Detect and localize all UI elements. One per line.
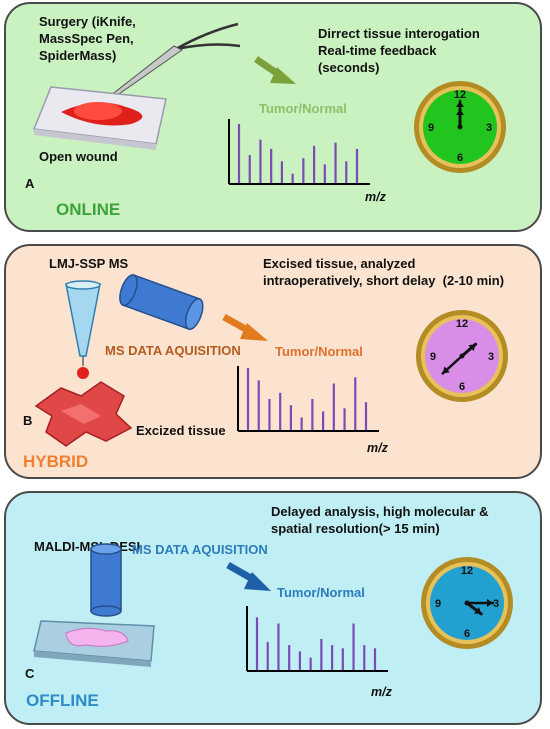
axis-label-mz: m/z bbox=[365, 190, 386, 204]
panel-letter: A bbox=[25, 176, 35, 191]
sample-label: Excized tissue bbox=[136, 423, 226, 438]
slide-icon bbox=[33, 620, 155, 667]
clock-numeral: 6 bbox=[457, 152, 463, 164]
spectrum-title: Tumor/Normal bbox=[275, 344, 363, 359]
description: Dirrect tissue interogation Real-time fe… bbox=[318, 26, 480, 75]
mass-spectrum bbox=[237, 366, 379, 432]
clock-center bbox=[464, 600, 470, 606]
panel-online: Surgery (iKnife, MassSpec Pen, SpiderMas… bbox=[4, 2, 542, 232]
mass-spectrum bbox=[246, 606, 388, 672]
clock-numeral: 3 bbox=[493, 598, 499, 610]
excised-tissue-icon bbox=[34, 381, 133, 447]
arrow-icon bbox=[222, 313, 268, 341]
arrow-icon bbox=[226, 561, 271, 591]
clock-center bbox=[457, 124, 463, 130]
description: Excised tissue, analyzed intraoperativel… bbox=[263, 256, 505, 288]
clock-numeral: 12 bbox=[456, 318, 468, 330]
panel-letter: B bbox=[23, 413, 33, 428]
clock-numeral: 9 bbox=[435, 598, 441, 610]
clock-minute-hand-tip bbox=[487, 599, 493, 607]
technique-label: LMJ-SSP MS bbox=[49, 256, 129, 271]
clock-numeral: 9 bbox=[430, 351, 436, 363]
mass-spectrum bbox=[228, 119, 370, 185]
technique-label: Surgery (iKnife, MassSpec Pen, SpiderMas… bbox=[39, 14, 136, 63]
clock-center bbox=[459, 353, 465, 359]
open-wound-icon bbox=[32, 86, 167, 150]
arrow-icon bbox=[254, 56, 296, 84]
clock-numeral: 12 bbox=[454, 89, 466, 101]
axis-label-mz: m/z bbox=[371, 685, 392, 699]
sample-label: Open wound bbox=[39, 149, 118, 164]
clock-numeral: 6 bbox=[464, 628, 470, 640]
probe-icon bbox=[65, 280, 101, 379]
clock-icon: 12 3 6 9 bbox=[414, 81, 506, 173]
acquisition-label: MS DATA AQUISITION bbox=[132, 542, 268, 557]
clock-numeral: 3 bbox=[486, 122, 492, 134]
clock-hour-hand-tip bbox=[468, 344, 476, 352]
spectrum-title: Tumor/Normal bbox=[259, 101, 347, 116]
clock-numeral: 9 bbox=[428, 122, 434, 134]
clock-minute-hand-tip bbox=[456, 101, 464, 107]
mode-label: ONLINE bbox=[56, 200, 121, 219]
ms-cylinder-icon bbox=[90, 543, 122, 617]
axis-label-mz: m/z bbox=[367, 441, 388, 455]
spectrum-title: Tumor/Normal bbox=[277, 585, 365, 600]
ms-cylinder-icon bbox=[119, 274, 204, 331]
clock-minute-hand-tip bbox=[442, 366, 450, 374]
mode-label: HYBRID bbox=[23, 452, 89, 471]
clock-icon: 12 3 6 9 bbox=[416, 310, 508, 402]
description: Delayed analysis, high molecular & spati… bbox=[271, 504, 489, 536]
acquisition-label: MS DATA AQUISITION bbox=[105, 343, 241, 358]
clock-hour-hand-tip bbox=[474, 607, 482, 614]
panel-letter: C bbox=[25, 666, 35, 681]
clock-numeral: 3 bbox=[488, 351, 494, 363]
clock-numeral: 6 bbox=[459, 381, 465, 393]
panel-hybrid: LMJ-SSP MS Excized tissue B HYBRID MS DA… bbox=[4, 244, 542, 479]
clock-icon: 12 3 6 9 bbox=[421, 557, 513, 649]
panel-offline: MALDI-MSI, DESI C OFFLINE MS DATA AQUISI… bbox=[4, 491, 542, 725]
clock-numeral: 12 bbox=[461, 565, 473, 577]
mode-label: OFFLINE bbox=[26, 691, 99, 710]
